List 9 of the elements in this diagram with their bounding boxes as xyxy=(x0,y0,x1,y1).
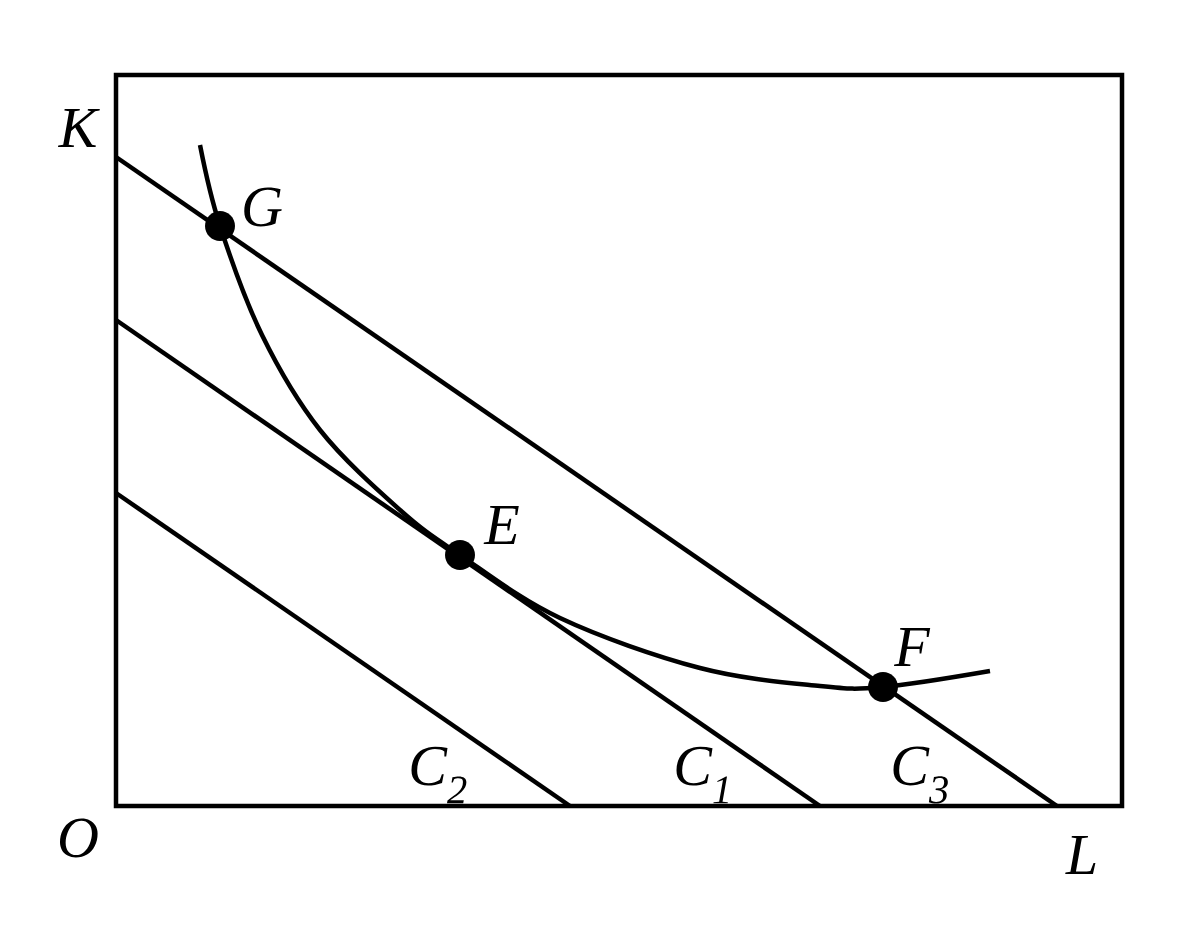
line-label: C$_{1}$ xyxy=(676,746,728,804)
line-label: C$_{2}$ xyxy=(411,746,467,804)
axis-label: O xyxy=(60,818,98,858)
point-label: E xyxy=(483,506,519,544)
axis-label: L xyxy=(1065,836,1096,874)
line-label: C$_{3}$ xyxy=(893,746,948,804)
point-label: F xyxy=(894,628,931,666)
point-label: G xyxy=(244,187,282,227)
axis-label: K xyxy=(58,109,100,147)
